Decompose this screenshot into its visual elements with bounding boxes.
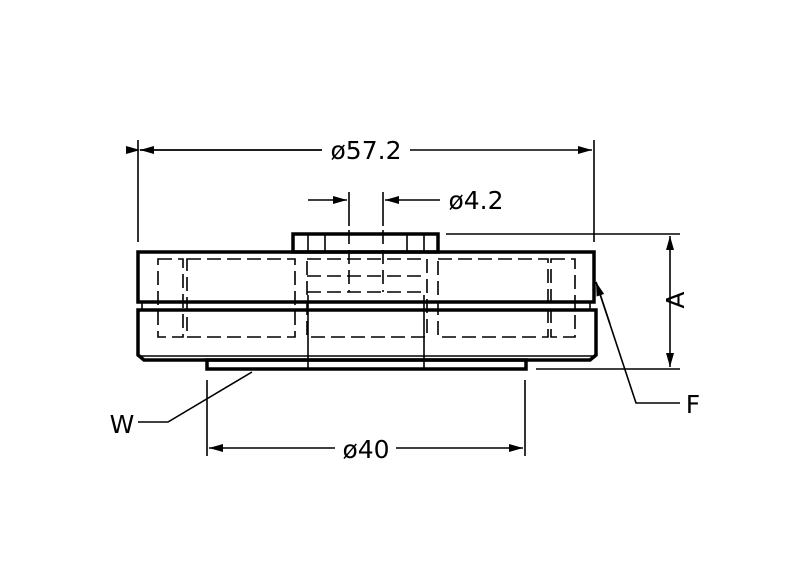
w-label: W xyxy=(110,410,135,439)
dimension-base-diameter: ø40 xyxy=(206,380,526,464)
dimension-hole-diameter: ø4.2 xyxy=(308,186,504,226)
hidden-lines xyxy=(157,230,576,338)
part-outline xyxy=(136,232,598,371)
f-label: F xyxy=(686,390,700,419)
hole-diameter-label: ø4.2 xyxy=(448,186,503,215)
outer-diameter-label: ø57.2 xyxy=(331,136,402,165)
leader-f: F xyxy=(595,281,700,419)
dimension-height: A xyxy=(446,233,690,370)
leader-w: W xyxy=(110,371,253,439)
dimension-outer-diameter: ø57.2 xyxy=(126,136,595,242)
base-diameter-label: ø40 xyxy=(342,435,389,464)
height-label: A xyxy=(661,291,690,308)
